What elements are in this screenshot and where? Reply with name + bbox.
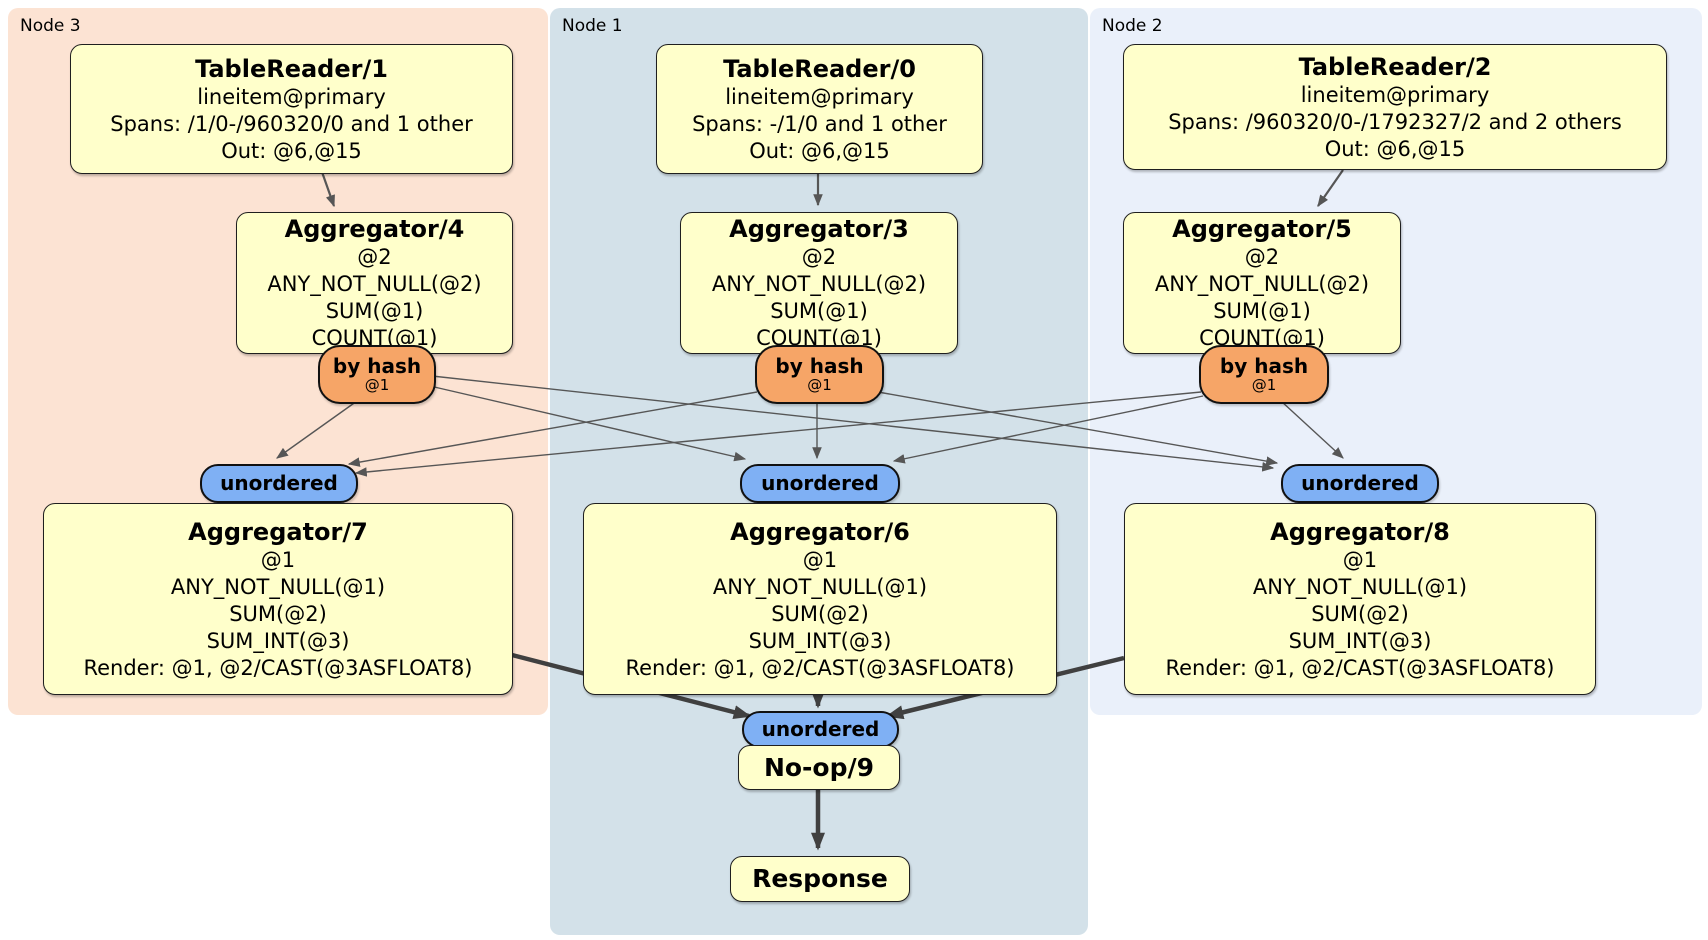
processor-title: Aggregator/4 xyxy=(284,215,465,243)
processor-detail-line: SUM_INT(@3) xyxy=(206,628,350,653)
processor-detail-line: ANY_NOT_NULL(@1) xyxy=(712,574,928,599)
processor-title: Aggregator/5 xyxy=(1172,215,1352,243)
router-detail: @1 xyxy=(1251,376,1277,394)
processor-detail-line: Out: @6,@15 xyxy=(221,138,362,163)
processor-noop-9: No-op/9 xyxy=(738,745,900,790)
processor-detail-line: SUM(@2) xyxy=(771,601,869,626)
stream-unordered-final: unordered xyxy=(742,711,899,748)
processor-title: Aggregator/8 xyxy=(1270,517,1450,546)
processor-detail-line: SUM_INT(@3) xyxy=(748,628,892,653)
router-detail: @1 xyxy=(364,376,390,394)
region-node-2-label: Node 2 xyxy=(1102,16,1163,36)
router-by-hash-node1: by hash @1 xyxy=(755,345,884,404)
processor-detail-line: ANY_NOT_NULL(@1) xyxy=(1252,574,1468,599)
router-detail: @1 xyxy=(807,376,832,394)
processor-title: No-op/9 xyxy=(763,752,875,782)
region-node-1-label: Node 1 xyxy=(562,16,623,36)
stream-unordered-node1: unordered xyxy=(740,464,900,503)
region-node-3-label: Node 3 xyxy=(20,16,81,36)
processor-detail-line: Render: @1, @2/CAST(@3ASFLOAT8) xyxy=(1165,655,1555,680)
processor-title: Aggregator/7 xyxy=(188,517,368,546)
processor-detail-line: Spans: /960320/0-/1792327/2 and 2 others xyxy=(1168,109,1622,134)
stream-label: unordered xyxy=(220,471,338,495)
stream-unordered-node3: unordered xyxy=(200,464,358,503)
processor-detail-line: Spans: -/1/0 and 1 other xyxy=(692,111,947,136)
processor-detail-line: SUM(@1) xyxy=(770,299,868,323)
processor-response: Response xyxy=(730,856,910,902)
stream-unordered-node2: unordered xyxy=(1281,464,1439,503)
processor-title: TableReader/1 xyxy=(195,54,388,83)
processor-detail-line: Spans: /1/0-/960320/0 and 1 other xyxy=(110,111,473,136)
processor-title: Response xyxy=(752,864,888,893)
stream-label: unordered xyxy=(1301,471,1419,495)
processor-detail-line: SUM_INT(@3) xyxy=(1288,628,1432,653)
processor-title: TableReader/0 xyxy=(723,54,916,83)
processor-detail-line: lineitem@primary xyxy=(1300,82,1490,107)
processor-detail-line: lineitem@primary xyxy=(197,84,386,109)
router-label: by hash xyxy=(1219,354,1309,378)
processor-detail-line: ANY_NOT_NULL(@2) xyxy=(267,272,482,296)
processor-detail-line: SUM(@1) xyxy=(1213,299,1311,323)
processor-detail-line: @2 xyxy=(1244,245,1280,269)
processor-detail-line: @1 xyxy=(802,547,838,572)
router-by-hash-node2: by hash @1 xyxy=(1199,345,1329,404)
processor-detail-line: Out: @6,@15 xyxy=(1324,136,1466,161)
stream-label: unordered xyxy=(761,717,880,741)
stream-label: unordered xyxy=(761,471,879,495)
processor-detail-line: @2 xyxy=(357,245,392,269)
processor-detail-line: Render: @1, @2/CAST(@3ASFLOAT8) xyxy=(625,655,1015,680)
router-label: by hash xyxy=(332,354,422,378)
processor-detail-line: @2 xyxy=(801,245,837,269)
processor-title: Aggregator/3 xyxy=(729,215,909,243)
processor-detail-line: ANY_NOT_NULL(@1) xyxy=(170,574,386,599)
processor-detail-line: ANY_NOT_NULL(@2) xyxy=(1154,272,1370,296)
processor-detail-line: ANY_NOT_NULL(@2) xyxy=(711,272,927,296)
processor-detail-line: SUM(@2) xyxy=(1311,601,1409,626)
processor-detail-line: Out: @6,@15 xyxy=(749,138,890,163)
router-by-hash-node3: by hash @1 xyxy=(318,345,436,404)
processor-detail-line: lineitem@primary xyxy=(725,84,914,109)
processor-detail-line: @1 xyxy=(260,547,296,572)
processor-detail-line: @1 xyxy=(1342,547,1378,572)
processor-title: Aggregator/6 xyxy=(730,517,910,546)
processor-title: TableReader/2 xyxy=(1298,52,1492,81)
processor-detail-line: Render: @1, @2/CAST(@3ASFLOAT8) xyxy=(83,655,473,680)
router-label: by hash xyxy=(775,354,864,378)
processor-detail-line: SUM(@1) xyxy=(325,299,424,323)
processor-detail-line: SUM(@2) xyxy=(229,601,327,626)
